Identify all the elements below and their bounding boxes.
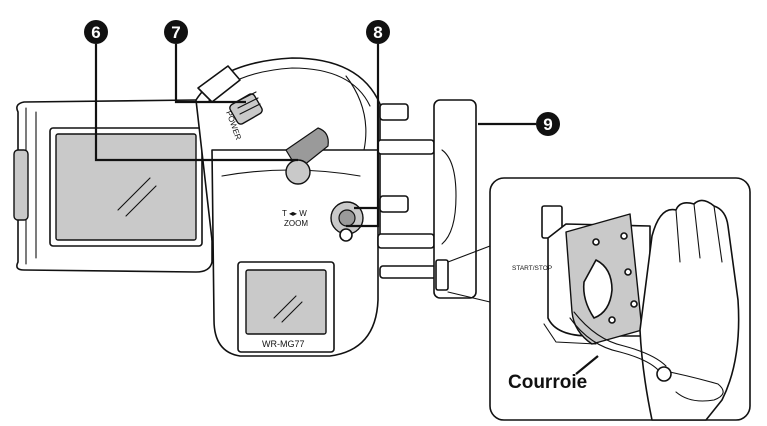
- callout-9-number: 9: [543, 115, 552, 134]
- inset-detail: START/STOP Courroie: [489, 177, 751, 421]
- callout-7-number: 7: [171, 23, 180, 42]
- strap-leader: [575, 355, 599, 375]
- zoom-tw-label: T ◂▸ W: [282, 209, 307, 218]
- callout-7: 7: [164, 20, 188, 44]
- strap-label: Courroie: [508, 372, 587, 393]
- callout-leaders: [94, 44, 536, 228]
- callout-8: 8: [366, 20, 390, 44]
- model-label: WR-MG77: [262, 339, 305, 349]
- callout-9: 9: [536, 112, 560, 136]
- inset-pointer: [447, 245, 491, 303]
- callout-6-number: 6: [91, 23, 100, 42]
- callout-8-number: 8: [373, 23, 382, 42]
- side-handle: [377, 99, 477, 299]
- start-stop-label: START/STOP: [512, 265, 552, 272]
- zoom-label: ZOOM: [284, 219, 308, 228]
- callout-6: 6: [84, 20, 108, 44]
- lens-port-section: [13, 99, 213, 273]
- main-body: WR-MG77: [211, 149, 379, 357]
